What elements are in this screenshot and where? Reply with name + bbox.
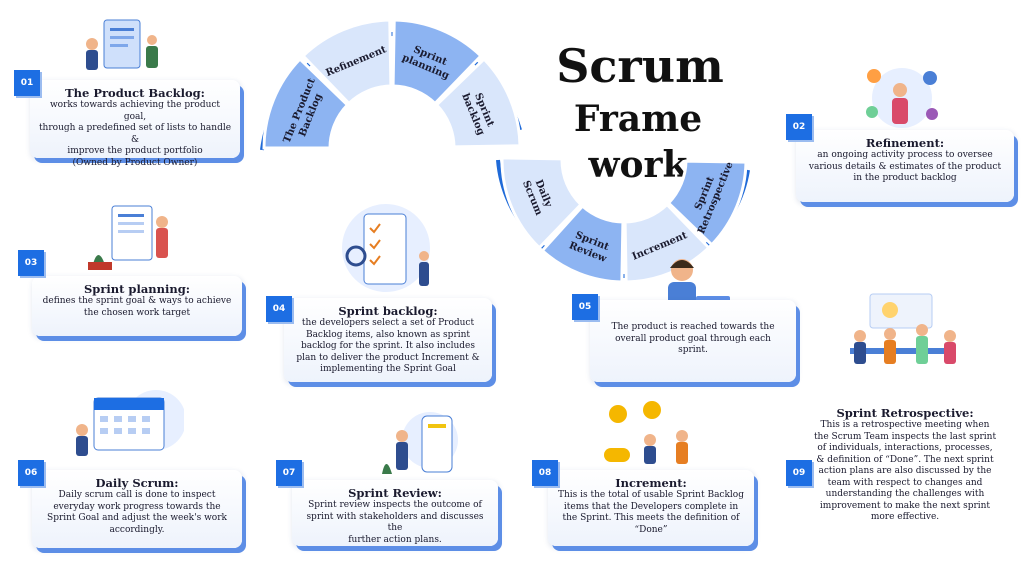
- step-description-line: in the product backlog: [853, 173, 957, 183]
- step-description-line: accordingly.: [109, 524, 165, 535]
- step-card-04: Sprint backlog:the developers select a s…: [284, 298, 492, 382]
- wheel-segment-1: [262, 56, 350, 150]
- step-description-line: the chosen work target: [83, 307, 191, 318]
- step-title: Sprint planning:: [83, 282, 191, 296]
- wheel-segment-6: [540, 203, 625, 284]
- sprint-review-illustration: [382, 412, 458, 474]
- step-title: Sprint backlog:: [338, 304, 438, 318]
- step-description-line: sprint with stakeholders and discusses t…: [306, 511, 484, 534]
- step-card-09: Sprint Retrospective:This is a retrospec…: [798, 400, 1012, 550]
- step-description-line: an ongoing activity process to oversee: [817, 150, 993, 160]
- step-description-line: everyday work progress towards the: [53, 501, 221, 512]
- step-number-badge: 01: [14, 70, 40, 96]
- step-description-line: items that the Developers complete in: [563, 501, 739, 512]
- step-description-line: further action plans.: [348, 534, 442, 545]
- step-description-line: through a predefined set of lists to han…: [38, 123, 232, 145]
- step-description-line: works towards achieving the product goal…: [49, 100, 221, 122]
- step-description-line: implementing the Sprint Goal: [320, 364, 456, 374]
- step-number-badge: 04: [266, 296, 292, 322]
- wheel-segment-4: [434, 56, 522, 149]
- step-card-06: Daily Scrum:Daily scrum call is done to …: [32, 470, 242, 548]
- step-card-01: The Product Backlog:works towards achiev…: [30, 80, 240, 168]
- step-description-line: The product is reached towards the: [611, 322, 775, 332]
- refinement-illustration: [866, 68, 938, 128]
- step-description-line: the Scrum Team inspects the last sprint: [813, 431, 997, 442]
- step-card-08: Increment:This is the total of usable Sp…: [548, 470, 754, 546]
- step-number-badge: 07: [276, 460, 302, 486]
- product-backlog-illustration: [86, 19, 158, 70]
- step-description-line: of individuals, interactions, processes,: [817, 443, 993, 453]
- step-description-line: This is the total of usable Sprint Backl…: [557, 490, 744, 500]
- step-description-line: improve the product portfolio: [67, 146, 203, 156]
- wheel-segment-5: [500, 156, 584, 250]
- step-description-line: backlog for the sprint. It also includes: [300, 341, 476, 351]
- daily-scrum-illustration: [76, 390, 184, 456]
- step-description-line: action plans are also discussed by the: [818, 466, 992, 476]
- sprint-planning-illustration: [88, 205, 168, 270]
- step-description-line: This is a retrospective meeting when: [820, 420, 990, 430]
- step-number-badge: 08: [532, 460, 558, 486]
- step-card-07: Sprint Review:Sprint review inspects the…: [292, 480, 498, 546]
- step-number-badge: 05: [572, 294, 598, 320]
- title-frame-work: Frame work: [573, 98, 703, 186]
- wheel-segment-8: [666, 159, 748, 247]
- step-number-badge: 09: [786, 460, 812, 486]
- step-description-line: (Owned by Product Owner): [72, 157, 198, 168]
- step-number-badge: 02: [786, 114, 812, 140]
- step-description-line: “Done”: [634, 524, 668, 535]
- sprint-backlog-illustration: [342, 204, 430, 292]
- step-description-line: improvement to make the next sprint: [819, 500, 991, 511]
- step-title: Refinement:: [865, 136, 945, 150]
- step-number-badge: 06: [18, 460, 44, 486]
- step-description-line: more effective.: [870, 512, 940, 522]
- step-description-line: & definition of “Done”. The next sprint: [816, 454, 994, 465]
- title-scrum: Scrum: [556, 39, 724, 93]
- step-title: Sprint Review:: [348, 486, 442, 500]
- step-description-line: defines the sprint goal & ways to achiev…: [42, 296, 232, 306]
- step-title: Sprint Retrospective:: [836, 406, 974, 420]
- step-number-badge: 03: [18, 250, 44, 276]
- step-description-line: the Sprint. This meets the definition of: [562, 513, 740, 523]
- step-description-line: Backlog items, also known as sprint: [305, 329, 471, 340]
- step-title: Daily Scrum:: [95, 476, 179, 490]
- step-card-02: Refinement:an ongoing activity process t…: [796, 130, 1014, 202]
- step-title: Increment:: [615, 476, 687, 490]
- step-card-03: Sprint planning:defines the sprint goal …: [32, 276, 242, 336]
- step-description-line: Sprint review inspects the outcome of: [308, 500, 482, 510]
- step-description-line: Sprint Goal and adjust the week's work: [47, 513, 227, 523]
- step-description-line: Daily scrum call is done to inspect: [58, 490, 216, 500]
- step-title: The Product Backlog:: [65, 86, 205, 100]
- step-description-line: understanding the challenges with: [825, 489, 985, 499]
- increment-illustration: [604, 401, 688, 464]
- step-description-line: various details & estimates of the produ…: [808, 161, 1002, 172]
- team-meeting-illustration: [850, 293, 956, 364]
- wheel-segment-2: [300, 18, 393, 106]
- step-description-line: the developers select a set of Product: [301, 318, 475, 328]
- step-description-line: plan to deliver the product Increment &: [296, 352, 480, 363]
- step-description-line: overall product goal through each: [615, 333, 771, 344]
- step-description-line: sprint.: [678, 345, 708, 355]
- wheel-segment-3: [391, 18, 484, 106]
- step-description-line: team with respect to changes and: [827, 477, 983, 488]
